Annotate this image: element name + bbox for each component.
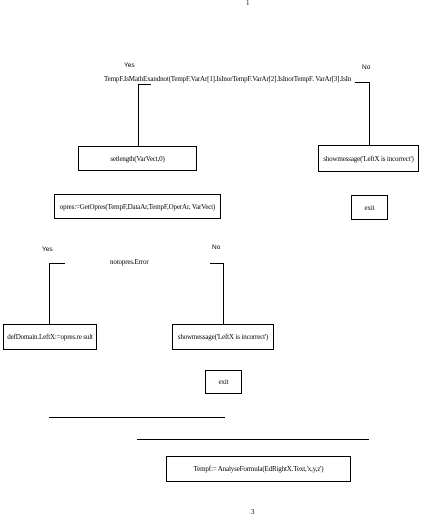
- flow1-no-connector: [369, 82, 370, 146]
- flow2-no-connector: [223, 263, 224, 325]
- flow1-exit-box: exit: [351, 195, 388, 220]
- flow1-yes-branch-line: [138, 84, 151, 85]
- flow2-showmessage-box: showmessage('LeftX is incorrect'): [172, 324, 274, 350]
- flow2-yes-branch-line: [49, 263, 65, 264]
- flow1-yes-label: Yes: [124, 62, 135, 69]
- flow2-exit-box: exit: [205, 370, 242, 394]
- flow1-setlength-text: setlength(VarVect,0): [110, 154, 165, 163]
- flow1-exit-text: exit: [364, 203, 375, 212]
- flow1-no-branch-line: [355, 82, 370, 83]
- flow1-showmessage-text: showmessage('LeftX is incorrect'): [323, 154, 414, 163]
- flow2-no-label: No: [212, 244, 221, 251]
- flow1-getopres-text: opres:=GetOpres(TempF,DataAr,TempF,OperA…: [59, 202, 216, 211]
- separator-line-1: [49, 417, 225, 418]
- flow1-getopres-box: opres:=GetOpres(TempF,DataAr,TempF,OperA…: [54, 194, 221, 219]
- flow1-no-label: No: [362, 64, 371, 71]
- flow1-setlength-box: setlength(VarVect,0): [78, 146, 197, 171]
- flow1-condition: TempF.IsMathExandnot(TempF.VarAr[1].IsIn…: [104, 75, 352, 83]
- flow1-yes-connector: [138, 84, 139, 146]
- flow2-yes-connector: [49, 263, 50, 325]
- separator-line-2: [137, 439, 369, 440]
- flow2-assign-text: defDomain.LeftX:=opres.re sult: [7, 333, 93, 341]
- flow2-showmessage-text: showmessage('LeftX is incorrect'): [177, 333, 269, 341]
- flow3-analyse-box: Tempf:= AnalyseFormula(EdRightX.Text,'x,…: [166, 456, 351, 482]
- flow2-yes-label: Yes: [42, 246, 53, 253]
- flow2-no-branch-line: [210, 263, 224, 264]
- flow2-exit-text: exit: [218, 378, 229, 386]
- flow1-showmessage-box: showmessage('LeftX is incorrect'): [318, 145, 419, 172]
- header-page-number: 1: [246, 0, 250, 7]
- flow2-condition: notopres.Error: [110, 258, 149, 266]
- footer-page-number: 3: [251, 508, 255, 516]
- flow2-assign-box: defDomain.LeftX:=opres.re sult: [3, 324, 97, 350]
- flow3-analyse-text: Tempf:= AnalyseFormula(EdRightX.Text,'x,…: [193, 465, 324, 473]
